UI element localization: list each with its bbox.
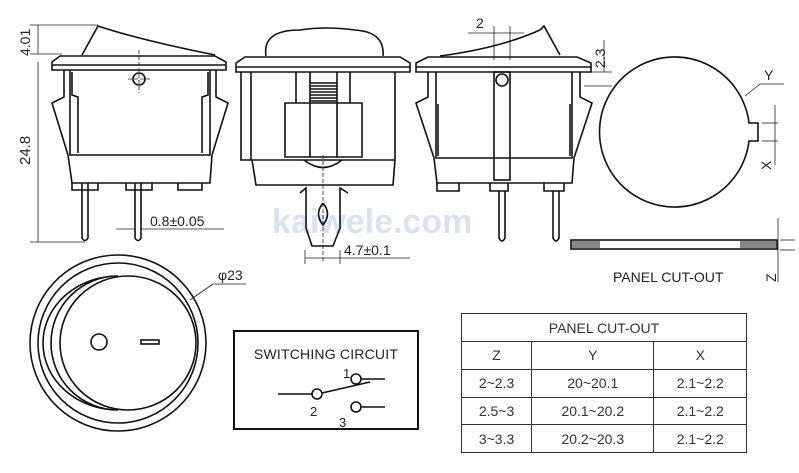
tab-width-dim: 4.7±0.1	[344, 242, 391, 258]
total-height-dim: 24.8	[17, 136, 34, 165]
table-row: 2~2.3 20~20.1 2.1~2.2	[460, 368, 747, 398]
switching-circuit-box: SWITCHING CIRCUIT	[233, 330, 419, 430]
diameter-dim: φ23	[218, 267, 243, 283]
cell-x: 2.1~2.2	[653, 396, 747, 426]
pin-width-dim: 0.8±0.05	[150, 213, 205, 229]
terminal-2-label: 2	[310, 404, 317, 419]
panel-z-label: Z	[763, 273, 779, 282]
table-row: 3~3.3 20.2~20.3 2.1~2.2	[460, 424, 747, 453]
header-x: X	[653, 341, 747, 370]
header-z: Z	[460, 341, 533, 370]
cell-z: 3~3.3	[460, 424, 533, 453]
rocker-offset-dim: 2	[476, 15, 484, 31]
table-row: 2.5~3 20.1~20.2 2.1~2.2	[460, 396, 747, 426]
cell-y: 20.1~20.2	[531, 396, 655, 426]
watermark: kaiwele.com	[272, 203, 472, 241]
header-y: Y	[531, 341, 655, 370]
notch-x-label: X	[758, 160, 774, 170]
terminal-1-label: 1	[343, 366, 350, 381]
table-header-row: Z Y X	[460, 341, 747, 370]
rocker-height-dim: 4.01	[17, 29, 33, 56]
panel-cutout-table: PANEL CUT-OUT Z Y X 2~2.3 20~20.1 2.1~2.…	[460, 313, 747, 453]
cell-z: 2~2.3	[460, 368, 533, 398]
side-view-off: 2 2.3	[415, 15, 612, 242]
table-title: PANEL CUT-OUT	[461, 313, 747, 342]
terminal-3-label: 3	[339, 415, 346, 430]
notch-y-label: Y	[764, 67, 774, 83]
cell-x: 2.1~2.2	[653, 424, 747, 453]
flange-thickness-dim: 2.3	[592, 48, 608, 68]
front-view: 4.7±0.1	[235, 27, 411, 264]
cell-y: 20.2~20.3	[531, 424, 655, 453]
cell-y: 20~20.1	[531, 368, 655, 398]
switching-circuit-title: SWITCHING CIRCUIT	[253, 346, 399, 362]
switching-circuit-schematic: 1 2 3	[278, 366, 385, 430]
side-view: 4.01 24.8 0.8±0.05	[17, 24, 229, 243]
panel-cutout-drawing: Y X Z PANEL CUT-OUT	[570, 56, 795, 285]
cell-z: 2.5~3	[460, 396, 533, 426]
panel-cutout-label: PANEL CUT-OUT	[613, 269, 724, 285]
cell-x: 2.1~2.2	[653, 368, 747, 398]
top-view: φ23	[29, 254, 246, 432]
